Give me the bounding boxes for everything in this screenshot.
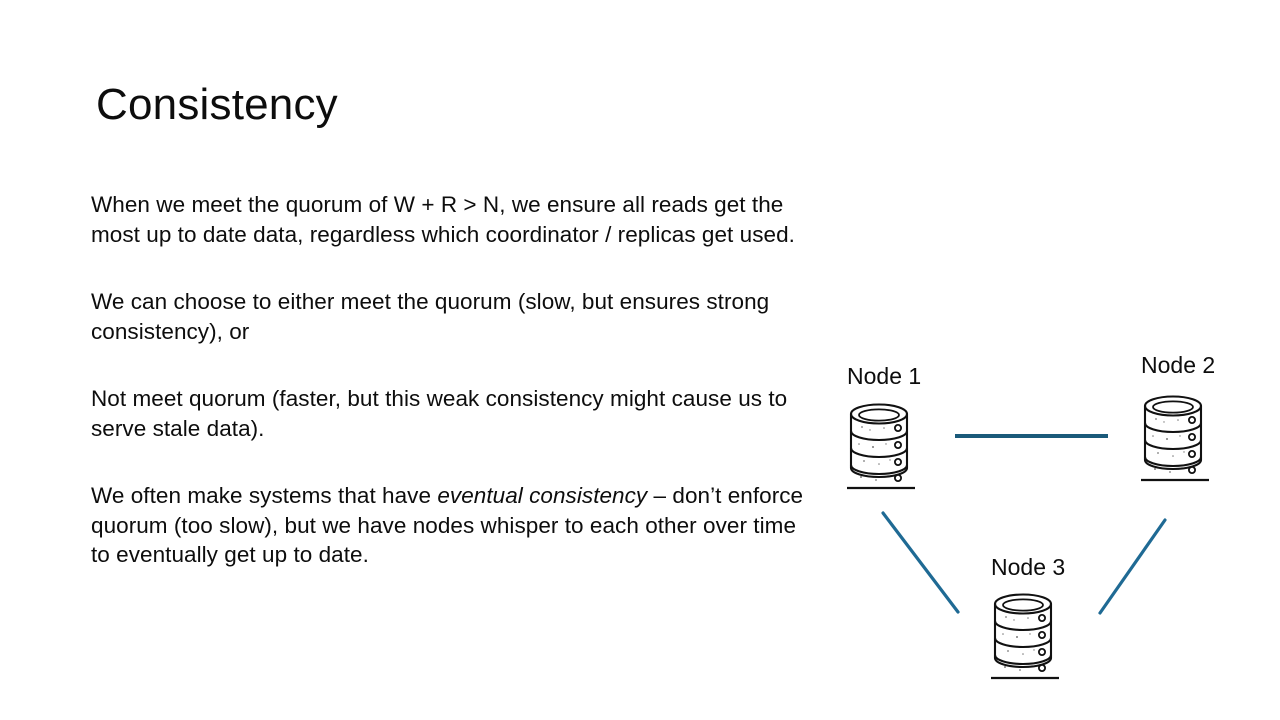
paragraph-strong-consistency-option: We can choose to either meet the quorum … bbox=[91, 287, 806, 346]
body-text-column: When we meet the quorum of W + R > N, we… bbox=[91, 190, 806, 570]
paragraph-quorum-definition: When we meet the quorum of W + R > N, we… bbox=[91, 190, 806, 249]
database-stack-icon bbox=[991, 593, 1059, 680]
node-label-node-2: Node 2 bbox=[1141, 352, 1216, 378]
paragraph-eventual-consistency: We often make systems that have eventual… bbox=[91, 481, 806, 570]
text-run: – don’t enforce quorum (too slow), but w… bbox=[91, 483, 804, 567]
page-title: Consistency bbox=[96, 80, 338, 129]
paragraph-weak-consistency-option: Not meet quorum (faster, but this weak c… bbox=[91, 384, 806, 443]
text-run: We often make systems that have bbox=[91, 483, 438, 508]
three-node-cluster-diagram: Node 1 bbox=[820, 330, 1260, 710]
link-node1-node3 bbox=[881, 511, 960, 614]
node-label-node-1: Node 1 bbox=[847, 363, 922, 389]
text-run: When we meet the quorum of W + R > N, we… bbox=[91, 192, 795, 247]
link-node2-node3 bbox=[1098, 518, 1167, 615]
database-stack-icon bbox=[1141, 395, 1209, 482]
database-stack-icon bbox=[847, 403, 915, 490]
text-run: Not meet quorum (faster, but this weak c… bbox=[91, 386, 788, 441]
node-label-node-3: Node 3 bbox=[991, 554, 1066, 580]
text-run: eventual consistency bbox=[437, 483, 648, 508]
text-run: We can choose to either meet the quorum … bbox=[91, 289, 770, 344]
